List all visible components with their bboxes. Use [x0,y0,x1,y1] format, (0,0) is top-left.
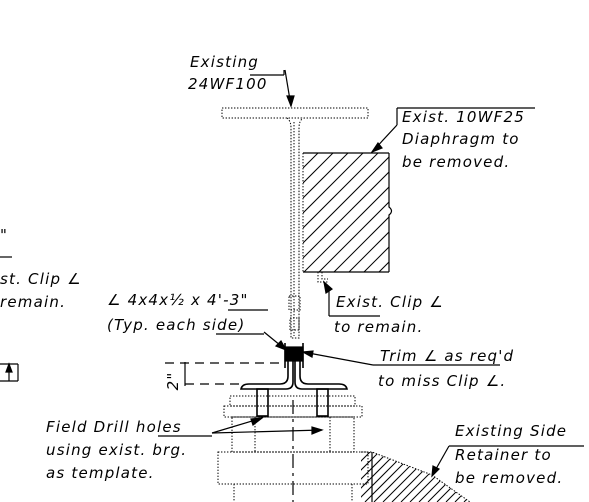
label-left-clip-line2: remain. [0,293,66,311]
hatch-line [303,153,364,214]
label-drill-line2: using exist. brg. [46,441,187,459]
dimension-2in: 2" [164,362,284,390]
label-angle-line1: ∠ 4x4x½ x 4'-3" [107,291,249,309]
label-clip-line1: Exist. Clip ∠ [336,293,444,311]
hatch-line [361,452,389,502]
label-retainer-line3: be removed. [455,469,563,487]
label-existing-line1: Existing [190,53,259,71]
label-clip-line2: to remain. [334,318,423,336]
label-left-clip-line1: st. Clip ∠ [0,270,82,288]
hatch-line [445,452,470,502]
hatch-line [361,452,380,502]
dimension-text: 2" [164,372,182,391]
label-trim-line1: Trim ∠ as req'd [380,347,514,365]
label-diaphragm-line2: Diaphragm to [402,130,520,148]
label-drill-line3: as template. [46,464,155,482]
label-existing-line2: 24WF100 [188,75,268,93]
hatch-line [363,246,389,272]
label-drill-line1: Field Drill holes [46,418,182,436]
hatch-line [333,216,389,272]
leaders [0,69,450,478]
label-retainer-line1: Existing Side [455,422,567,440]
existing-beam [221,107,369,339]
hatch-line [303,153,304,154]
label-trim-line2: to miss Clip ∠. [378,372,506,390]
notes: Existing 24WF100 Exist. 10WF25 Diaphragm… [0,53,584,487]
bearing-assembly [217,343,369,502]
hatch-line [348,231,389,272]
hatch-line [318,201,389,272]
hatch-line [303,153,349,199]
label-retainer-line2: Retainer to [455,446,552,464]
label-diaphragm-line3: be removed. [402,153,510,171]
hatch-line [361,452,362,502]
hatch-line [303,153,334,184]
hatch-line [303,186,389,272]
hatch-line [303,171,389,259]
label-angle-line2: (Typ. each side) [107,316,245,334]
diaphragm-hatched [302,152,393,283]
hatch-line [303,153,379,229]
hatch-line [361,452,371,502]
hatch-line [303,156,389,244]
label-left-tick: " [0,226,8,244]
label-diaphragm-line1: Exist. 10WF25 [402,108,525,126]
hatch-line [303,153,319,169]
